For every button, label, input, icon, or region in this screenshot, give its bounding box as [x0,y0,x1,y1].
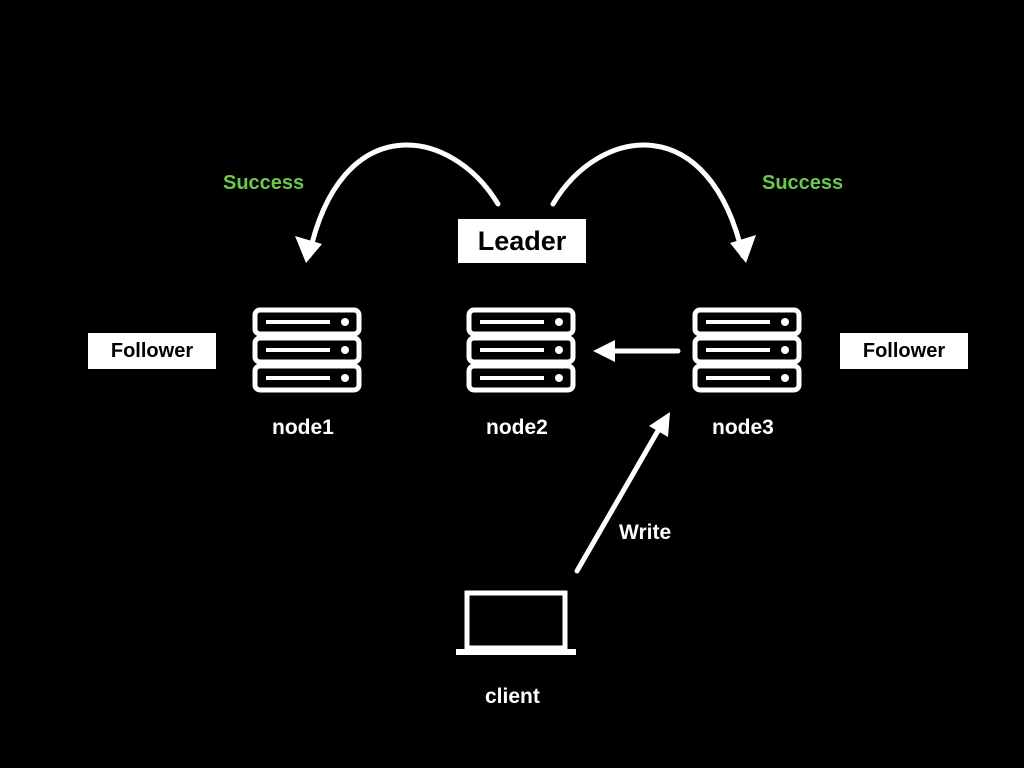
server-icon [466,307,576,393]
forward-arrowhead [593,340,615,362]
server-icon [252,307,362,393]
follower-badge-right: Follower [840,333,968,369]
success-label-right: Success [762,172,844,194]
success-arrowhead-right [730,235,756,263]
node-label-node1: node1 [272,416,334,439]
node-label-node2: node2 [486,416,548,439]
node-label-node3: node3 [712,416,774,439]
success-arrow-left [306,142,501,259]
client-label: client [485,685,540,708]
laptop-icon [456,590,576,655]
write-label: Write [619,521,672,544]
success-label-left: Success [223,172,305,194]
write-arrow [574,426,662,574]
success-arrowhead-left [295,236,322,263]
success-arrow-right [550,142,746,259]
leader-badge: Leader [458,219,586,263]
write-arrowhead [649,412,670,437]
follower-badge-left: Follower [88,333,216,369]
server-icon [692,307,802,393]
